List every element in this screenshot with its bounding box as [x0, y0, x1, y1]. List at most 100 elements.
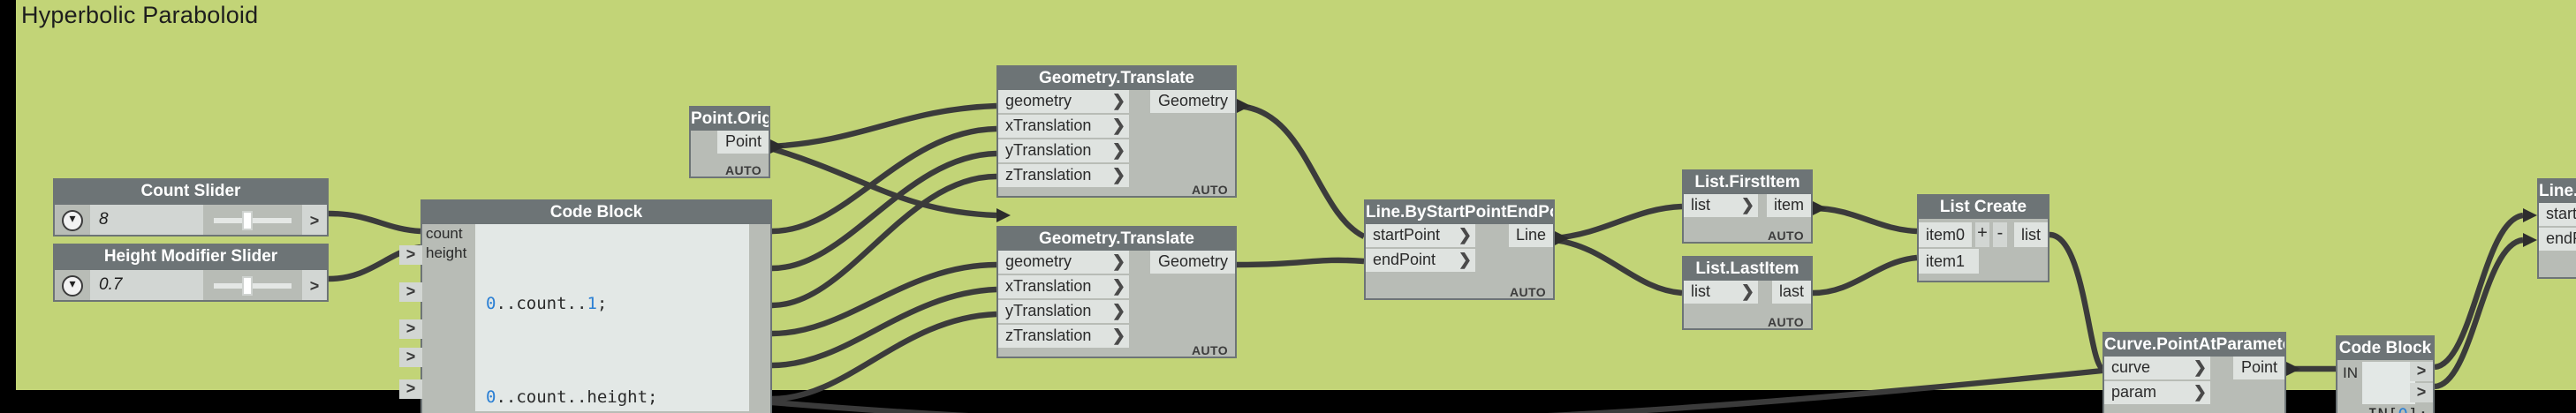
- code-block-input-count[interactable]: count: [426, 224, 463, 242]
- geometry-translate-1-outputs[interactable]: Geometry: [1150, 90, 1235, 115]
- code-block-out-0[interactable]: >: [399, 245, 422, 265]
- chevron-right-icon[interactable]: ❯: [1111, 302, 1125, 319]
- port-out-item[interactable]: item: [1766, 194, 1811, 217]
- chevron-right-icon[interactable]: ❯: [2193, 358, 2207, 376]
- chevron-right-icon[interactable]: ❯: [1111, 141, 1125, 159]
- add-item-button[interactable]: +: [1975, 222, 1989, 247]
- port-in-ytranslation[interactable]: yTranslation❯: [998, 139, 1129, 162]
- chevron-right-icon[interactable]: ❯: [1458, 226, 1472, 244]
- port-out-last[interactable]: last: [1771, 281, 1811, 304]
- height-slider-thumb[interactable]: [242, 275, 253, 295]
- node-line-by-start-point-end-point-2[interactable]: Line.ByStartPointEndPoint startPoint❯ en…: [2537, 178, 2576, 279]
- port-in-ytranslation[interactable]: yTranslation❯: [998, 300, 1129, 323]
- port-in-endpoint[interactable]: endPoint❯: [2539, 228, 2576, 251]
- port-in-curve[interactable]: curve❯: [2104, 357, 2210, 379]
- height-slider-output-port[interactable]: >: [302, 270, 327, 300]
- height-slider-expand[interactable]: ▾: [55, 270, 90, 300]
- port-in-xtranslation[interactable]: xTranslation❯: [998, 115, 1129, 138]
- line-1-inputs[interactable]: startPoint❯ endPoint❯: [1366, 224, 1475, 274]
- node-code-block[interactable]: Code Block count height 0..count..1; 0..…: [399, 199, 772, 413]
- port-in-xtranslation[interactable]: xTranslation❯: [998, 275, 1129, 298]
- node-code-block-2[interactable]: Code Block IN IN[0]; IN[1]; > >: [2336, 335, 2435, 413]
- port-in-geometry[interactable]: geometry❯: [998, 90, 1129, 113]
- node-geometry-translate-1[interactable]: Geometry.Translate geometry❯ xTranslatio…: [996, 65, 1237, 198]
- list-last-item-outputs[interactable]: last: [1771, 281, 1811, 305]
- node-count-slider[interactable]: Count Slider ▾ 8 >: [53, 178, 329, 237]
- port-out-point[interactable]: Point: [2233, 357, 2284, 379]
- node-list-create[interactable]: List Create item0 + - list item1: [1917, 194, 2049, 282]
- port-in-item0[interactable]: item0: [1919, 222, 1973, 247]
- remove-item-button[interactable]: -: [1993, 222, 2007, 247]
- port-out-geometry[interactable]: Geometry: [1150, 90, 1235, 113]
- code-block-input-height[interactable]: height: [426, 244, 467, 261]
- port-out-point[interactable]: Point: [717, 131, 769, 154]
- chevron-right-icon[interactable]: ❯: [1740, 282, 1754, 300]
- geometry-translate-2-outputs[interactable]: Geometry: [1150, 251, 1235, 275]
- count-slider-value[interactable]: 8: [90, 205, 203, 235]
- height-slider-value[interactable]: 0.7: [90, 270, 203, 300]
- port-out-line[interactable]: Line: [1508, 224, 1553, 247]
- chevron-right-icon[interactable]: ❯: [1111, 116, 1125, 134]
- port-out-geometry[interactable]: Geometry: [1150, 251, 1235, 274]
- count-slider-output-port[interactable]: >: [302, 205, 327, 235]
- curve-point-at-parameter-outputs[interactable]: Point: [2233, 357, 2284, 381]
- port-in-geometry[interactable]: geometry❯: [998, 251, 1129, 274]
- port-in-param[interactable]: param❯: [2104, 381, 2210, 404]
- height-slider-row[interactable]: ▾ 0.7 >: [55, 270, 327, 300]
- code-block-2-input-in[interactable]: IN: [2343, 364, 2358, 381]
- port-in-ztranslation[interactable]: zTranslation❯: [998, 164, 1129, 187]
- line-1-outputs[interactable]: Line: [1508, 224, 1553, 249]
- code-block-2-body[interactable]: IN IN[0]; IN[1]; > >: [2337, 360, 2433, 413]
- count-slider-row[interactable]: ▾ 8 >: [55, 205, 327, 235]
- chevron-right-icon[interactable]: ❯: [2193, 383, 2207, 401]
- count-slider-track[interactable]: [214, 217, 292, 222]
- node-line-by-start-point-end-point-1[interactable]: Line.ByStartPointEndPoint startPoint❯ en…: [1364, 199, 1555, 300]
- list-last-item-inputs[interactable]: list❯: [1684, 281, 1758, 305]
- code-block-out-1[interactable]: >: [399, 282, 422, 302]
- chevron-down-icon[interactable]: ▾: [62, 209, 83, 230]
- count-slider-track-wrap[interactable]: [203, 205, 302, 235]
- port-in-ztranslation[interactable]: zTranslation❯: [998, 325, 1129, 348]
- height-slider-track-wrap[interactable]: [203, 270, 302, 300]
- node-list-last-item[interactable]: List.LastItem list❯ last AUTO: [1682, 256, 1813, 330]
- node-geometry-translate-2[interactable]: Geometry.Translate geometry❯ xTranslatio…: [996, 226, 1237, 358]
- list-first-item-inputs[interactable]: list❯: [1684, 194, 1758, 219]
- list-create-row-0[interactable]: item0 + - list: [1919, 222, 2048, 247]
- code-block-out-2[interactable]: >: [399, 319, 422, 339]
- list-create-row-1[interactable]: item1: [1919, 249, 2048, 274]
- code-block-2-out-1[interactable]: >: [2410, 383, 2433, 402]
- port-in-endpoint[interactable]: endPoint❯: [1366, 249, 1475, 272]
- list-first-item-outputs[interactable]: item: [1766, 194, 1811, 219]
- chevron-right-icon[interactable]: ❯: [1458, 251, 1472, 268]
- port-in-item1[interactable]: item1: [1919, 249, 1979, 274]
- chevron-right-icon[interactable]: ❯: [1111, 277, 1125, 295]
- code-block-2-editor[interactable]: IN[0]; IN[1];: [2362, 362, 2428, 413]
- node-height-modifier-slider[interactable]: Height Modifier Slider ▾ 0.7 >: [53, 244, 329, 302]
- height-slider-track[interactable]: [214, 282, 292, 288]
- point-origin-outputs[interactable]: Point: [717, 131, 769, 155]
- chevron-right-icon[interactable]: ❯: [1111, 92, 1125, 109]
- code-block-editor[interactable]: 0..count..1; 0..count..height; 0..count.…: [475, 224, 749, 411]
- count-slider-expand[interactable]: ▾: [55, 205, 90, 235]
- node-point-origin[interactable]: Point.Origin Point AUTO: [689, 106, 770, 178]
- port-in-startpoint[interactable]: startPoint❯: [1366, 224, 1475, 247]
- code-block-out-3[interactable]: >: [399, 348, 422, 367]
- port-out-list[interactable]: list: [2013, 222, 2048, 247]
- port-in-list[interactable]: list❯: [1684, 281, 1758, 304]
- port-in-list[interactable]: list❯: [1684, 194, 1758, 217]
- code-block-inputs[interactable]: count height: [422, 224, 475, 263]
- chevron-right-icon[interactable]: ❯: [1111, 252, 1125, 270]
- code-block-2-out-0[interactable]: >: [2410, 362, 2433, 381]
- chevron-right-icon[interactable]: ❯: [1111, 327, 1125, 344]
- curve-point-at-parameter-inputs[interactable]: curve❯ param❯: [2104, 357, 2210, 406]
- node-curve-point-at-parameter[interactable]: Curve.PointAtParameter curve❯ param❯ Poi…: [2102, 332, 2286, 413]
- chevron-right-icon[interactable]: ❯: [1740, 196, 1754, 214]
- chevron-right-icon[interactable]: ❯: [1111, 166, 1125, 184]
- code-block-out-4[interactable]: >: [399, 379, 422, 399]
- count-slider-thumb[interactable]: [242, 210, 253, 229]
- geometry-translate-2-inputs[interactable]: geometry❯ xTranslation❯ yTranslation❯ zT…: [998, 251, 1129, 349]
- node-list-first-item[interactable]: List.FirstItem list❯ item AUTO: [1682, 169, 1813, 244]
- code-block-body[interactable]: count height 0..count..1; 0..count..heig…: [399, 224, 770, 413]
- port-in-startpoint[interactable]: startPoint❯: [2539, 203, 2576, 226]
